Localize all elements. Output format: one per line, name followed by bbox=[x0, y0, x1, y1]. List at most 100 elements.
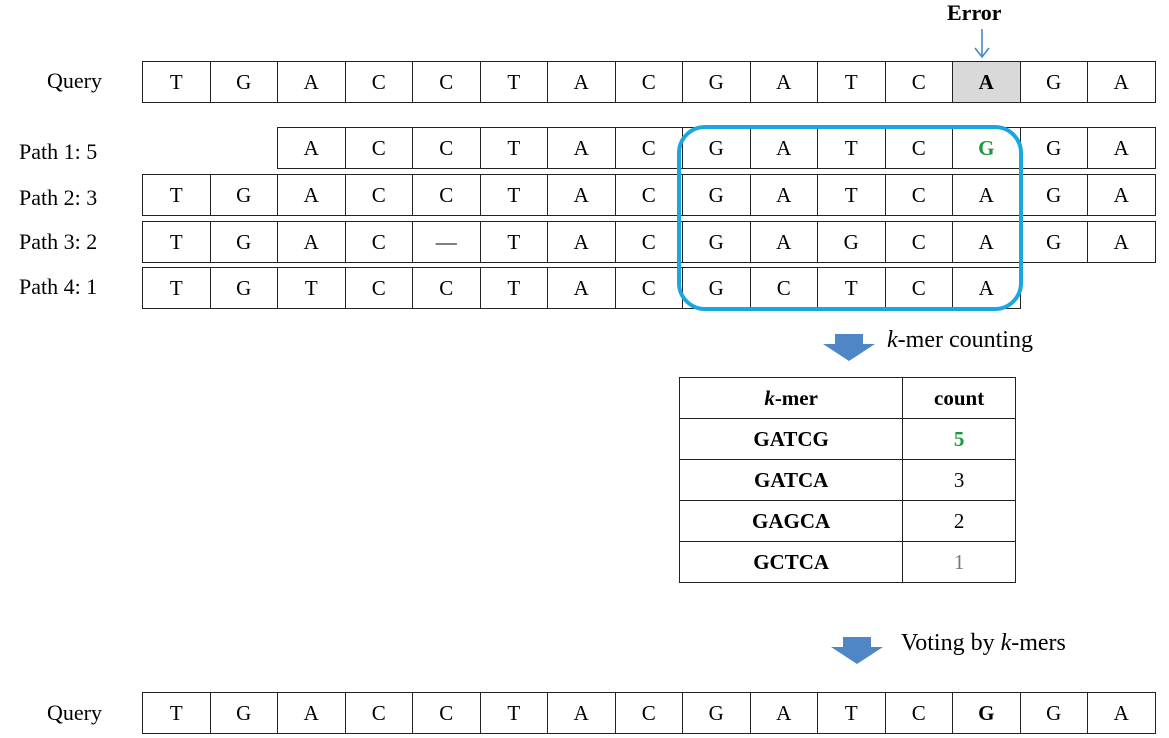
base-cell: T bbox=[479, 174, 548, 216]
kmer-cell: GCTCA bbox=[678, 541, 904, 583]
base-cell: T bbox=[142, 174, 211, 216]
kmer-cell: GAGCA bbox=[678, 500, 904, 542]
base-cell: A bbox=[1087, 221, 1156, 263]
base-cell: G bbox=[952, 692, 1021, 734]
base-cell: A bbox=[749, 61, 818, 103]
base-cell: C bbox=[614, 221, 683, 263]
base-cell: C bbox=[412, 267, 481, 309]
base-cell: C bbox=[614, 267, 683, 309]
base-cell: G bbox=[209, 174, 278, 216]
base-cell: A bbox=[277, 127, 346, 169]
table-row: GATCG 5 bbox=[678, 418, 1016, 460]
base-cell: T bbox=[277, 267, 346, 309]
base-cell: C bbox=[344, 221, 413, 263]
base-cell: C bbox=[614, 174, 683, 216]
base-cell: G bbox=[209, 221, 278, 263]
base-cell: T bbox=[479, 692, 548, 734]
base-cell: C bbox=[884, 267, 953, 309]
base-cell: A bbox=[547, 174, 616, 216]
base-cell: T bbox=[817, 267, 886, 309]
table-header-row: k-mer count bbox=[678, 377, 1016, 419]
base-cell: G bbox=[1019, 174, 1088, 216]
base-cell: C bbox=[884, 174, 953, 216]
base-cell: A bbox=[749, 174, 818, 216]
path-label: Path 1: 5 bbox=[19, 139, 98, 164]
base-cell: A bbox=[547, 61, 616, 103]
error-label: Error bbox=[947, 0, 1002, 25]
path-label: Path 3: 2 bbox=[19, 229, 98, 254]
base-cell: A bbox=[277, 174, 346, 216]
base-cell: C bbox=[614, 692, 683, 734]
voting-caption: Voting by k-mers bbox=[901, 630, 1066, 656]
path-label: Path 4: 1 bbox=[19, 274, 98, 299]
count-cell: 5 bbox=[902, 418, 1016, 460]
base-cell: G bbox=[682, 692, 751, 734]
base-cell: A bbox=[749, 221, 818, 263]
base-cell: A bbox=[547, 127, 616, 169]
base-cell: T bbox=[479, 221, 548, 263]
base-cell: A bbox=[1087, 692, 1156, 734]
kmer-cell: GATCG bbox=[678, 418, 904, 460]
base-cell: A bbox=[952, 174, 1021, 216]
down-arrow-icon bbox=[831, 637, 883, 664]
kmer-count-table: k-mer count GATCG 5 GATCA 3 GAGCA 2 GCTC… bbox=[678, 377, 1016, 583]
base-cell: C bbox=[884, 221, 953, 263]
base-cell: G bbox=[682, 61, 751, 103]
base-cell: T bbox=[479, 127, 548, 169]
base-cell: G bbox=[1019, 127, 1088, 169]
down-arrow-icon bbox=[823, 334, 875, 361]
base-cell: C bbox=[412, 174, 481, 216]
base-cell: C bbox=[344, 174, 413, 216]
table-row: GAGCA 2 bbox=[678, 500, 1016, 542]
base-cell: G bbox=[209, 61, 278, 103]
query-label: Query bbox=[47, 68, 102, 93]
kmer-counting-caption: k-mer counting bbox=[887, 327, 1033, 353]
base-cell: C bbox=[344, 692, 413, 734]
base-cell: A bbox=[1087, 174, 1156, 216]
base-cell: C bbox=[412, 692, 481, 734]
base-cell: C bbox=[344, 61, 413, 103]
base-cell: T bbox=[142, 267, 211, 309]
count-cell: 3 bbox=[902, 459, 1016, 501]
kmer-window-frame bbox=[677, 125, 1023, 311]
base-cell: C bbox=[344, 267, 413, 309]
base-cell: A bbox=[952, 221, 1021, 263]
base-cell: A bbox=[547, 692, 616, 734]
base-cell: A bbox=[277, 221, 346, 263]
base-cell: G bbox=[1019, 221, 1088, 263]
base-cell: C bbox=[884, 61, 953, 103]
base-cell: A bbox=[547, 267, 616, 309]
base-cell: C bbox=[614, 127, 683, 169]
base-cell: T bbox=[142, 221, 211, 263]
base-cell: C bbox=[614, 61, 683, 103]
base-cell: C bbox=[412, 127, 481, 169]
header-count: count bbox=[902, 377, 1016, 419]
count-cell: 1 bbox=[902, 541, 1016, 583]
base-cell: G bbox=[209, 267, 278, 309]
kmer-cell: GATCA bbox=[678, 459, 904, 501]
base-cell: G bbox=[209, 692, 278, 734]
base-cell: G bbox=[1019, 692, 1088, 734]
corrected-query-label: Query bbox=[47, 700, 102, 725]
count-cell: 2 bbox=[902, 500, 1016, 542]
base-cell: G bbox=[1019, 61, 1088, 103]
base-cell: C bbox=[884, 692, 953, 734]
error-pointer-arrow bbox=[974, 29, 990, 59]
base-cell: A bbox=[277, 61, 346, 103]
base-cell: T bbox=[817, 692, 886, 734]
base-cell: A bbox=[1087, 61, 1156, 103]
base-cell: T bbox=[817, 61, 886, 103]
base-cell: T bbox=[142, 61, 211, 103]
table-row: GATCA 3 bbox=[678, 459, 1016, 501]
base-cell: A bbox=[749, 692, 818, 734]
header-kmer: k-mer bbox=[678, 377, 904, 419]
base-cell: T bbox=[142, 692, 211, 734]
path-label: Path 2: 3 bbox=[19, 185, 98, 210]
base-cell: A bbox=[749, 127, 818, 169]
base-cell: T bbox=[479, 61, 548, 103]
base-cell: A bbox=[1087, 127, 1156, 169]
base-cell: A bbox=[547, 221, 616, 263]
table-row: GCTCA 1 bbox=[678, 541, 1016, 583]
base-cell: — bbox=[412, 221, 481, 263]
base-cell: A bbox=[277, 692, 346, 734]
